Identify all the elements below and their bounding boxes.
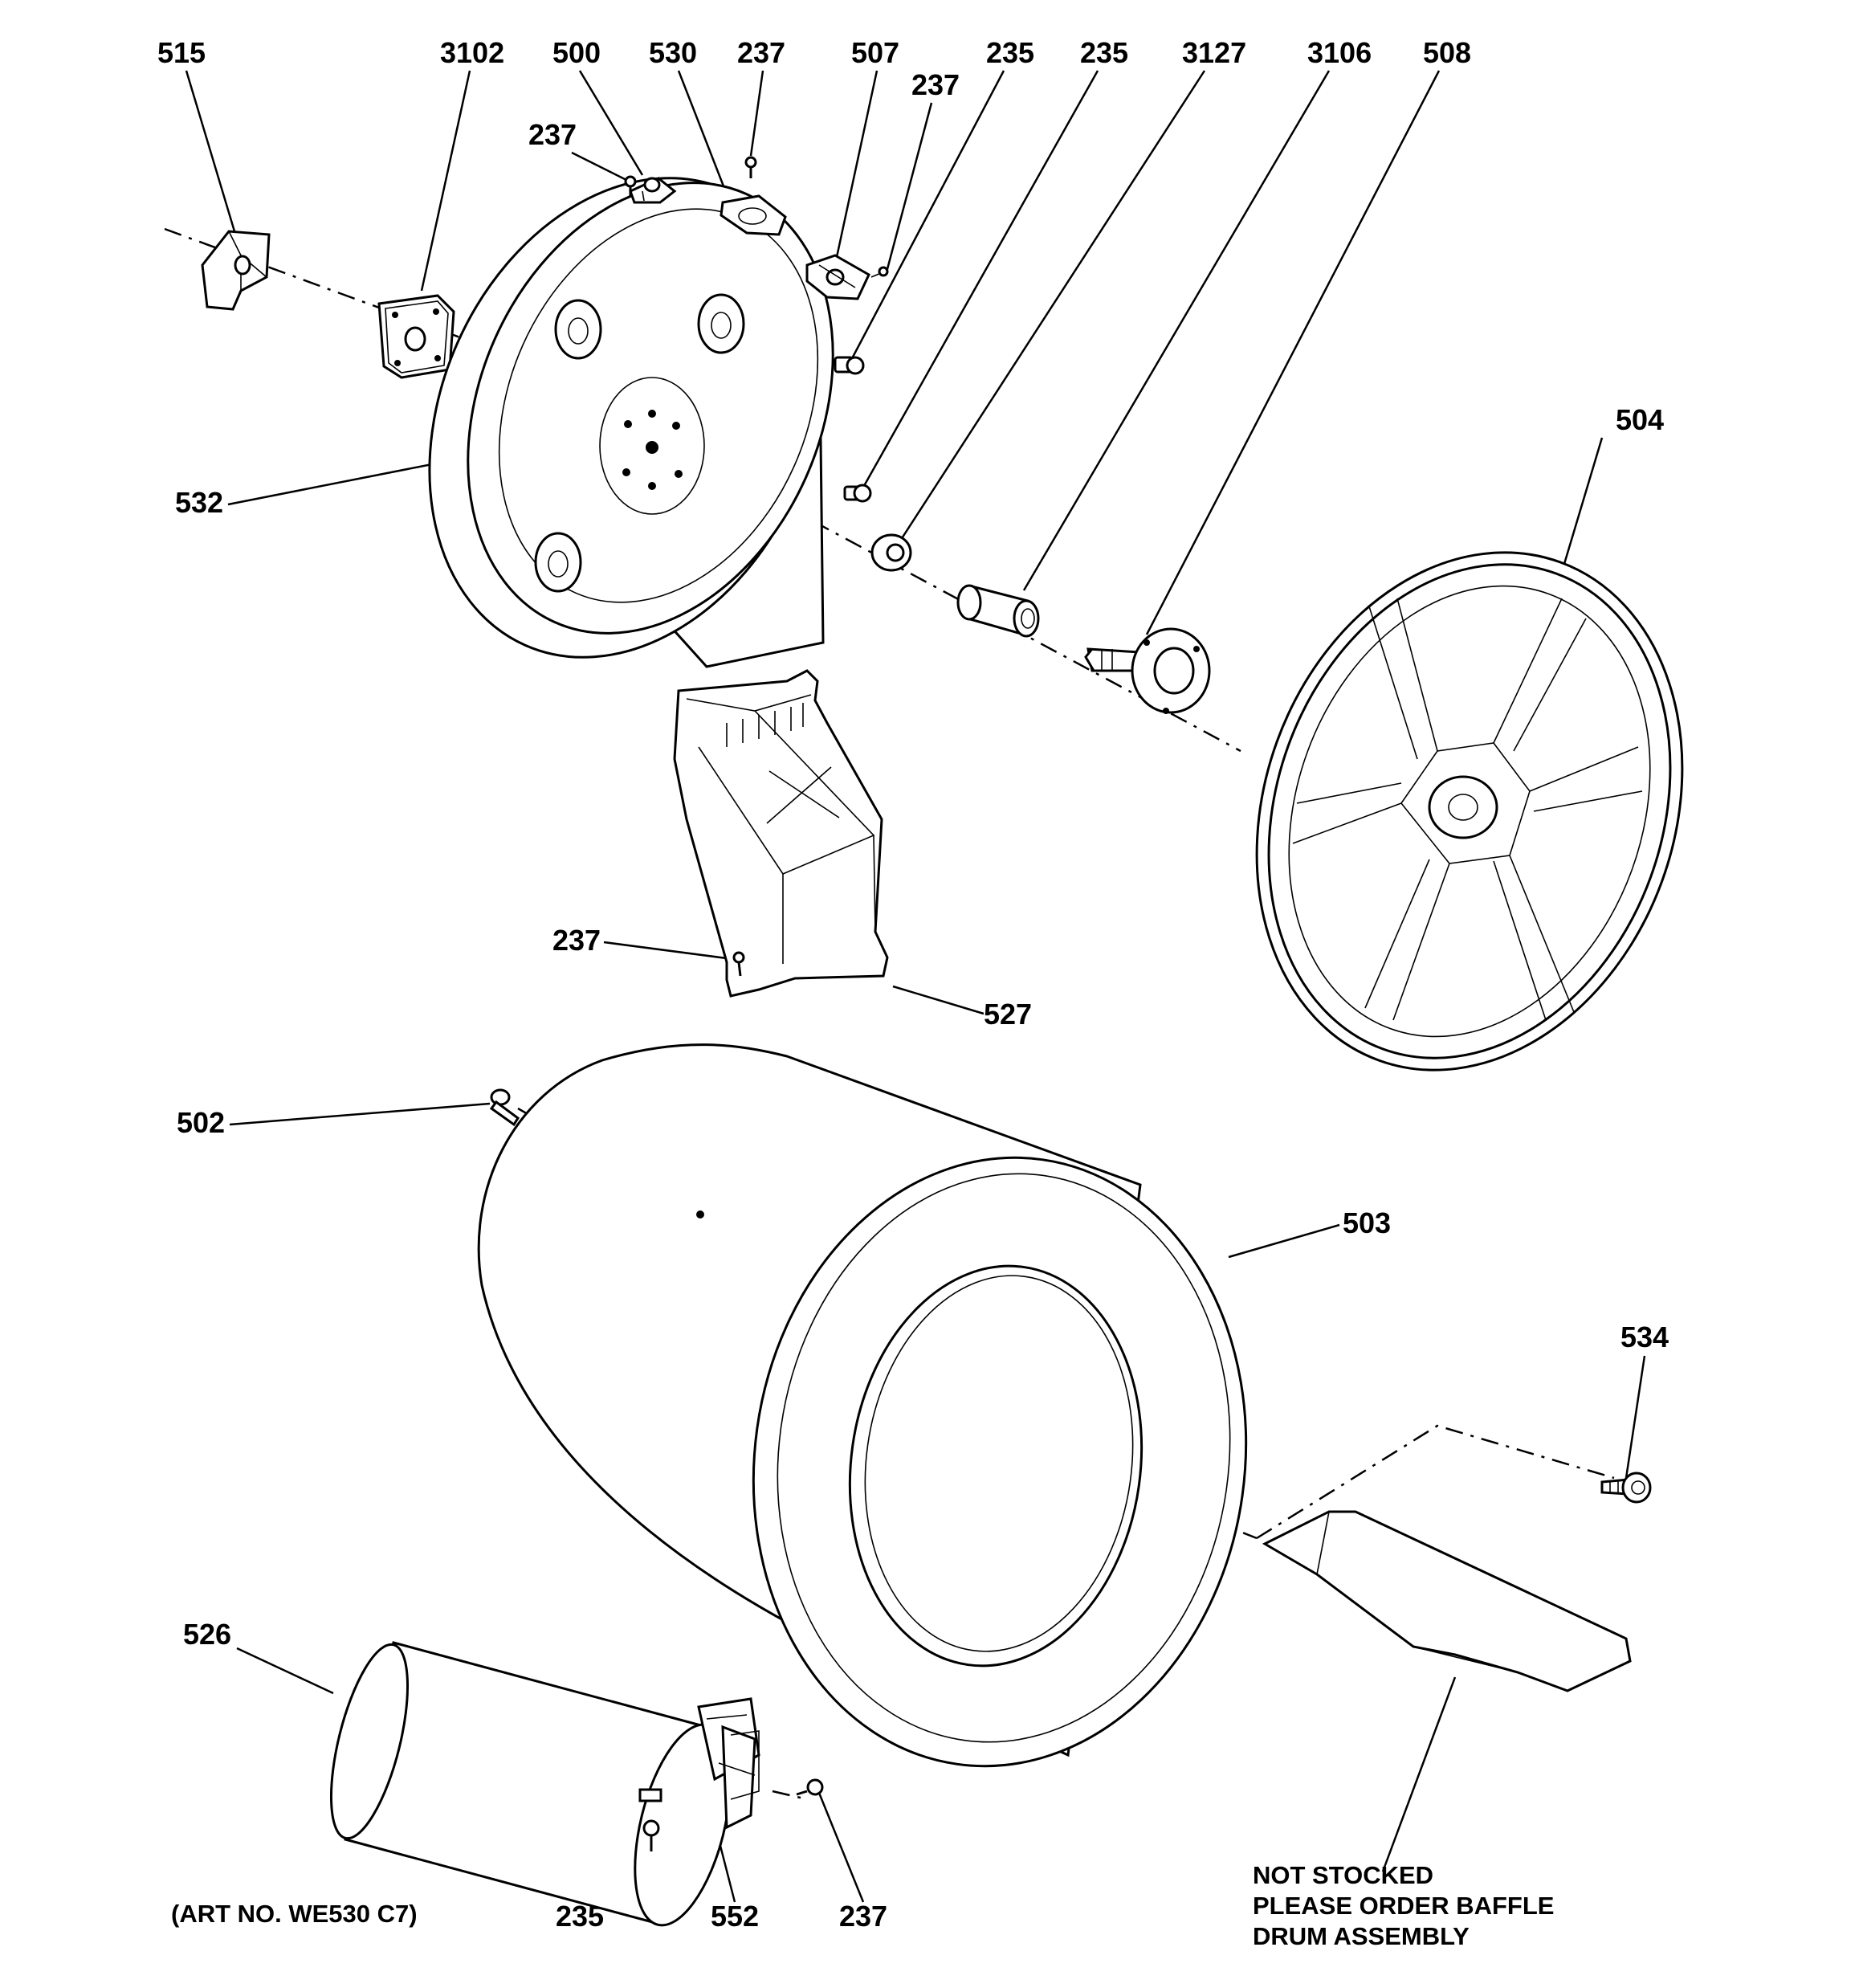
rear-bulkhead-532 <box>428 177 834 668</box>
label-3106: 3106 <box>1307 36 1372 69</box>
label-237-duct: 237 <box>552 924 601 957</box>
label-552: 552 <box>711 1900 759 1933</box>
label-237-bottom: 237 <box>839 1900 887 1933</box>
label-235-a: 235 <box>986 36 1034 69</box>
note-line-3: DRUM ASSEMBLY <box>1253 1922 1470 1950</box>
art-number: (ART NO. WE530 C7) <box>171 1900 418 1928</box>
screw-237-bottom <box>796 1778 824 1796</box>
label-526: 526 <box>183 1618 231 1651</box>
label-508: 508 <box>1423 36 1471 69</box>
leader-lines <box>185 70 1646 1903</box>
label-3127: 3127 <box>1182 36 1246 69</box>
bolt-502 <box>489 1088 520 1127</box>
thermostat-500 <box>629 177 677 204</box>
screw-235-b <box>843 484 872 503</box>
part-labels: 515 3102 500 530 237 507 235 235 3127 31… <box>157 36 1669 1933</box>
washer-3127 <box>870 533 912 572</box>
drum-back-504 <box>1255 551 1684 1072</box>
label-527: 527 <box>984 998 1032 1031</box>
shaft-508 <box>1084 627 1211 714</box>
not-stocked-note: NOT STOCKED PLEASE ORDER BAFFLE DRUM ASS… <box>1253 1861 1554 1950</box>
label-235-b: 235 <box>1080 36 1128 69</box>
drum-503 <box>477 1043 1248 1768</box>
label-530: 530 <box>649 36 697 69</box>
baffle <box>1262 1510 1632 1692</box>
bolt-534 <box>1600 1472 1652 1504</box>
label-503: 503 <box>1343 1206 1391 1239</box>
label-502: 502 <box>177 1106 225 1139</box>
screw-237-top <box>744 156 757 178</box>
label-237-left: 237 <box>528 118 577 151</box>
plate-3102 <box>377 294 455 379</box>
screw-237-left <box>624 175 637 197</box>
label-500: 500 <box>552 36 601 69</box>
gasket-530 <box>720 194 787 236</box>
note-line-2: PLEASE ORDER BAFFLE <box>1253 1892 1554 1920</box>
label-534: 534 <box>1620 1321 1669 1353</box>
note-line-1: NOT STOCKED <box>1253 1861 1433 1889</box>
label-532: 532 <box>175 486 223 519</box>
bearing-3106 <box>956 584 1040 638</box>
bracket-515 <box>201 230 271 311</box>
screw-235-a <box>834 356 865 375</box>
label-237-mid: 237 <box>911 68 960 101</box>
label-515: 515 <box>157 36 206 69</box>
heater-526 <box>329 1641 760 1927</box>
bracket-552 <box>730 1730 760 1800</box>
label-3102: 3102 <box>440 36 504 69</box>
screw-237-mid <box>870 266 889 278</box>
fuse-507 <box>805 254 870 300</box>
label-504: 504 <box>1616 403 1664 436</box>
label-237-top: 237 <box>737 36 785 69</box>
duct-527 <box>673 669 889 998</box>
label-507: 507 <box>851 36 899 69</box>
